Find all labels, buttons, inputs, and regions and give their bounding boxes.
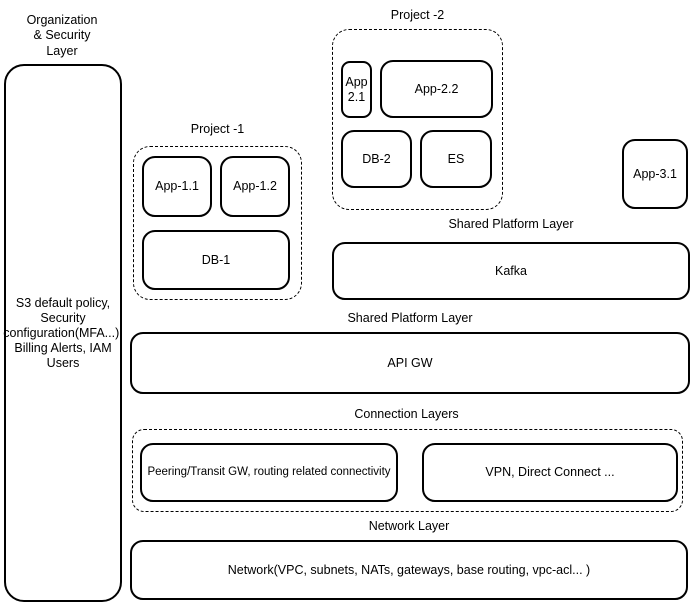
app-1-2-node: App-1.2 bbox=[220, 156, 290, 217]
project-2-label: Project -2 bbox=[390, 8, 445, 22]
org-security-layer-title: Organization & Security Layer bbox=[26, 13, 98, 58]
org-security-layer-box: S3 default policy, Security configuratio… bbox=[3, 64, 123, 602]
api-gw-node: API GW bbox=[130, 332, 690, 394]
shared-platform-layer-apigw-label: Shared Platform Layer bbox=[347, 311, 473, 325]
vpn-direct-connect-node: VPN, Direct Connect ... bbox=[422, 443, 678, 502]
peering-transit-gw-node: Peering/Transit GW, routing related conn… bbox=[140, 443, 398, 502]
app-3-1-node: App-3.1 bbox=[622, 139, 688, 209]
network-layer-label: Network Layer bbox=[368, 519, 450, 533]
app-2-2-node: App-2.2 bbox=[380, 60, 493, 118]
app-1-1-node: App-1.1 bbox=[142, 156, 212, 217]
shared-platform-layer-kafka-label: Shared Platform Layer bbox=[448, 217, 574, 231]
es-node: ES bbox=[420, 130, 492, 188]
app-2-1-node: App 2.1 bbox=[341, 61, 372, 118]
connection-layers-label: Connection Layers bbox=[354, 407, 459, 421]
org-security-layer-body: S3 default policy, Security configuratio… bbox=[3, 295, 123, 370]
connection-layers-group-border bbox=[132, 429, 683, 512]
project-1-label: Project -1 bbox=[190, 122, 245, 136]
project-2-group-border bbox=[332, 29, 503, 210]
network-node: Network(VPC, subnets, NATs, gateways, ba… bbox=[130, 540, 688, 600]
kafka-node: Kafka bbox=[332, 242, 690, 300]
db-1-node: DB-1 bbox=[142, 230, 290, 290]
db-2-node: DB-2 bbox=[341, 130, 412, 188]
project-1-group-border bbox=[133, 146, 302, 300]
